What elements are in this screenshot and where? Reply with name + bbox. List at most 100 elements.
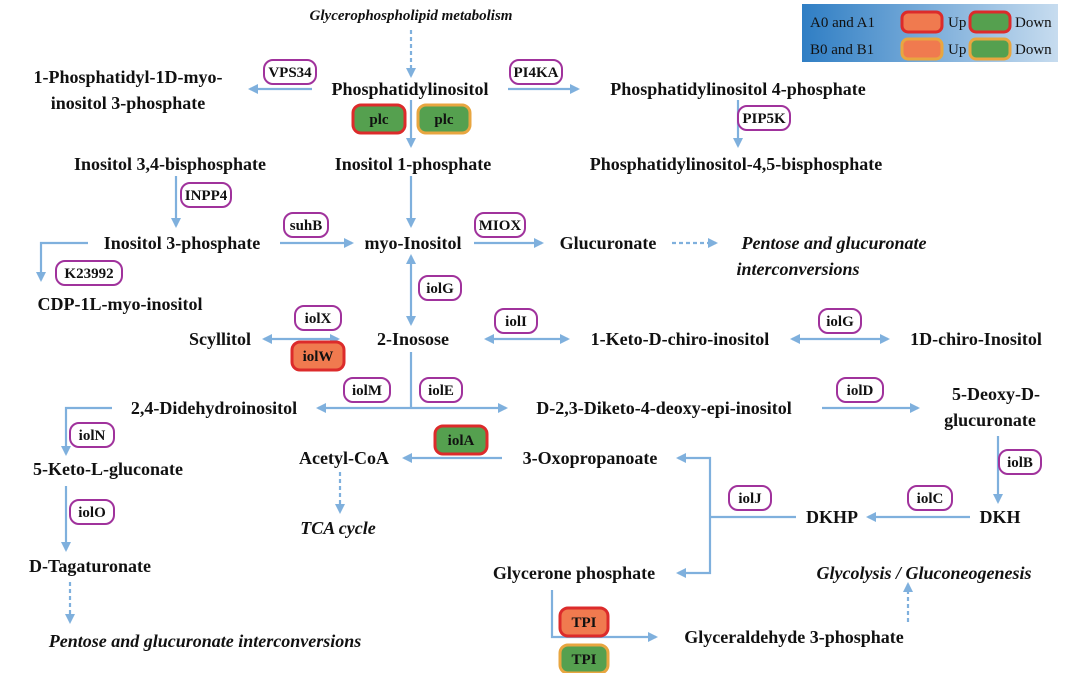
legend-up-swatch-b	[900, 37, 944, 61]
metabolite-glucuronate: Glucuronate	[560, 233, 657, 253]
regulated-box	[558, 606, 610, 638]
metabolite-deoxy-1: 5-Deoxy-D-	[952, 384, 1040, 404]
enzyme-label: iolC	[917, 491, 944, 507]
enzyme-label: VPS34	[268, 65, 312, 81]
enzyme-box	[509, 59, 563, 85]
metabolite-keto-chiro: 1-Keto-D-chiro-inositol	[591, 329, 770, 349]
enzyme-box	[907, 485, 953, 511]
link-ins3p-to-cdp	[36, 241, 88, 282]
enzyme-box	[818, 308, 862, 334]
enzyme-iolo[interactable]: iolO	[69, 499, 115, 525]
metabolite-keto-gluconate: 5-Keto-L-gluconate	[33, 459, 183, 479]
regulated-box	[416, 103, 472, 135]
enzyme-box	[418, 275, 462, 301]
enzyme-label: iolI	[505, 314, 527, 330]
regulated-enzyme-tpi-a[interactable]: TPI	[558, 606, 610, 638]
pathway-pentose-right-2[interactable]: interconversions	[736, 259, 859, 279]
enzyme-ioli[interactable]: iolI	[494, 308, 538, 334]
regulated-enzyme-iolw[interactable]: iolW	[290, 340, 346, 372]
pathway-tca[interactable]: TCA cycle	[300, 518, 375, 538]
metabolite-diketo: D-2,3-Diketo-4-deoxy-epi-inositol	[536, 398, 791, 418]
metabolite-dkh: DKH	[979, 507, 1020, 527]
enzyme-vps34[interactable]: VPS34	[263, 59, 317, 85]
enzyme-inpp4[interactable]: INPP4	[180, 182, 232, 208]
enzyme-box	[69, 422, 115, 448]
metabolite-pi4p: Phosphatidylinositol 4-phosphate	[610, 79, 866, 99]
metabolite-inosose: 2-Inosose	[377, 329, 449, 349]
regulated-enzyme-plc-a[interactable]: plc	[351, 103, 407, 135]
enzyme-iolb[interactable]: iolB	[998, 449, 1042, 475]
enzyme-iolg-2[interactable]: iolG	[818, 308, 862, 334]
metabolite-ins3p: Inositol 3-phosphate	[104, 233, 261, 253]
metabolite-pi: Phosphatidylinositol	[331, 79, 488, 99]
metabolite-tagaturonate: D-Tagaturonate	[29, 556, 151, 576]
link-branch-to-oxoprop	[676, 453, 712, 517]
pathway-pentose-bottom[interactable]: Pentose and glucuronate interconversions	[48, 631, 362, 651]
metabolite-deoxy-2: glucuronate	[944, 410, 1036, 430]
regulated-label: plc	[369, 112, 389, 128]
enzyme-miox[interactable]: MIOX	[474, 212, 526, 238]
regulated-label: TPI	[571, 652, 596, 668]
enzyme-iolg-1[interactable]: iolG	[418, 275, 462, 301]
metabolite-myo: myo-Inositol	[364, 233, 461, 253]
link-branch-to-glycerone	[676, 517, 712, 578]
enzyme-label: iolM	[352, 383, 382, 399]
metabolite-acetylcoa: Acetyl-CoA	[299, 448, 389, 468]
enzyme-iolc[interactable]: iolC	[907, 485, 953, 511]
enzyme-iold[interactable]: iolD	[836, 377, 884, 403]
enzyme-k23992[interactable]: K23992	[55, 260, 123, 286]
metabolite-ptd-1d-1: 1-Phosphatidyl-1D-myo-	[33, 67, 222, 87]
enzyme-suhb[interactable]: suhB	[283, 212, 329, 238]
enzyme-label: iolG	[826, 314, 854, 330]
pathway-glycolysis[interactable]: Glycolysis / Gluconeogenesis	[817, 563, 1032, 583]
enzyme-label: iolE	[428, 383, 454, 399]
regulated-label: TPI	[571, 615, 596, 631]
enzyme-box	[836, 377, 884, 403]
regulated-box	[290, 340, 346, 372]
enzyme-label: iolG	[426, 281, 454, 297]
metabolite-dkhp: DKHP	[806, 507, 858, 527]
pathway-pentose-right-1[interactable]: Pentose and glucuronate	[740, 233, 926, 253]
regulated-enzyme-iola[interactable]: iolA	[433, 424, 489, 456]
regulated-box	[558, 643, 610, 673]
regulated-label: iolA	[448, 433, 475, 449]
enzyme-label: K23992	[64, 266, 113, 282]
enzyme-pi4ka[interactable]: PI4KA	[509, 59, 563, 85]
regulated-enzyme-tpi-b[interactable]: TPI	[558, 643, 610, 673]
metabolite-ins34bp: Inositol 3,4-bisphosphate	[74, 154, 266, 174]
regulated-label: iolW	[303, 349, 334, 365]
enzyme-ioln[interactable]: iolN	[69, 422, 115, 448]
enzyme-label: iolB	[1007, 455, 1033, 471]
enzyme-label: iolJ	[738, 491, 762, 507]
enzyme-box	[180, 182, 232, 208]
link-glycerone-to-g3p	[550, 590, 658, 642]
enzyme-iolx[interactable]: iolX	[294, 305, 342, 331]
enzyme-iolj[interactable]: iolJ	[728, 485, 772, 511]
legend-down-label-a: Down	[1015, 15, 1052, 31]
regulated-box	[351, 103, 407, 135]
regulated-label: plc	[434, 112, 454, 128]
enzyme-iolm[interactable]: iolM	[343, 377, 391, 403]
enzyme-box	[55, 260, 123, 286]
enzyme-box	[737, 105, 791, 131]
enzyme-box	[728, 485, 772, 511]
legend-down-swatch-b	[968, 37, 1012, 61]
metabolite-scyllitol: Scyllitol	[189, 329, 251, 349]
regulated-enzyme-plc-b[interactable]: plc	[416, 103, 472, 135]
metabolite-pip2: Phosphatidylinositol-4,5-bisphosphate	[590, 154, 883, 174]
enzyme-label: PIP5K	[742, 111, 786, 127]
metabolite-oxoprop: 3-Oxopropanoate	[523, 448, 658, 468]
enzyme-pip5k[interactable]: PIP5K	[737, 105, 791, 131]
metabolite-cdp: CDP-1L-myo-inositol	[38, 294, 203, 314]
pathway-glycerophospholipid[interactable]: Glycerophospholipid metabolism	[310, 8, 513, 24]
enzyme-box	[998, 449, 1042, 475]
enzyme-iole[interactable]: iolE	[419, 377, 463, 403]
enzyme-label: MIOX	[479, 218, 522, 234]
legend-row2-label: B0 and B1	[810, 42, 874, 58]
enzyme-label: suhB	[290, 218, 323, 234]
metabolite-ptd-1d-2: inositol 3-phosphate	[51, 93, 206, 113]
legend-up-label-b: Up	[948, 42, 966, 58]
enzyme-label: INPP4	[185, 188, 228, 204]
